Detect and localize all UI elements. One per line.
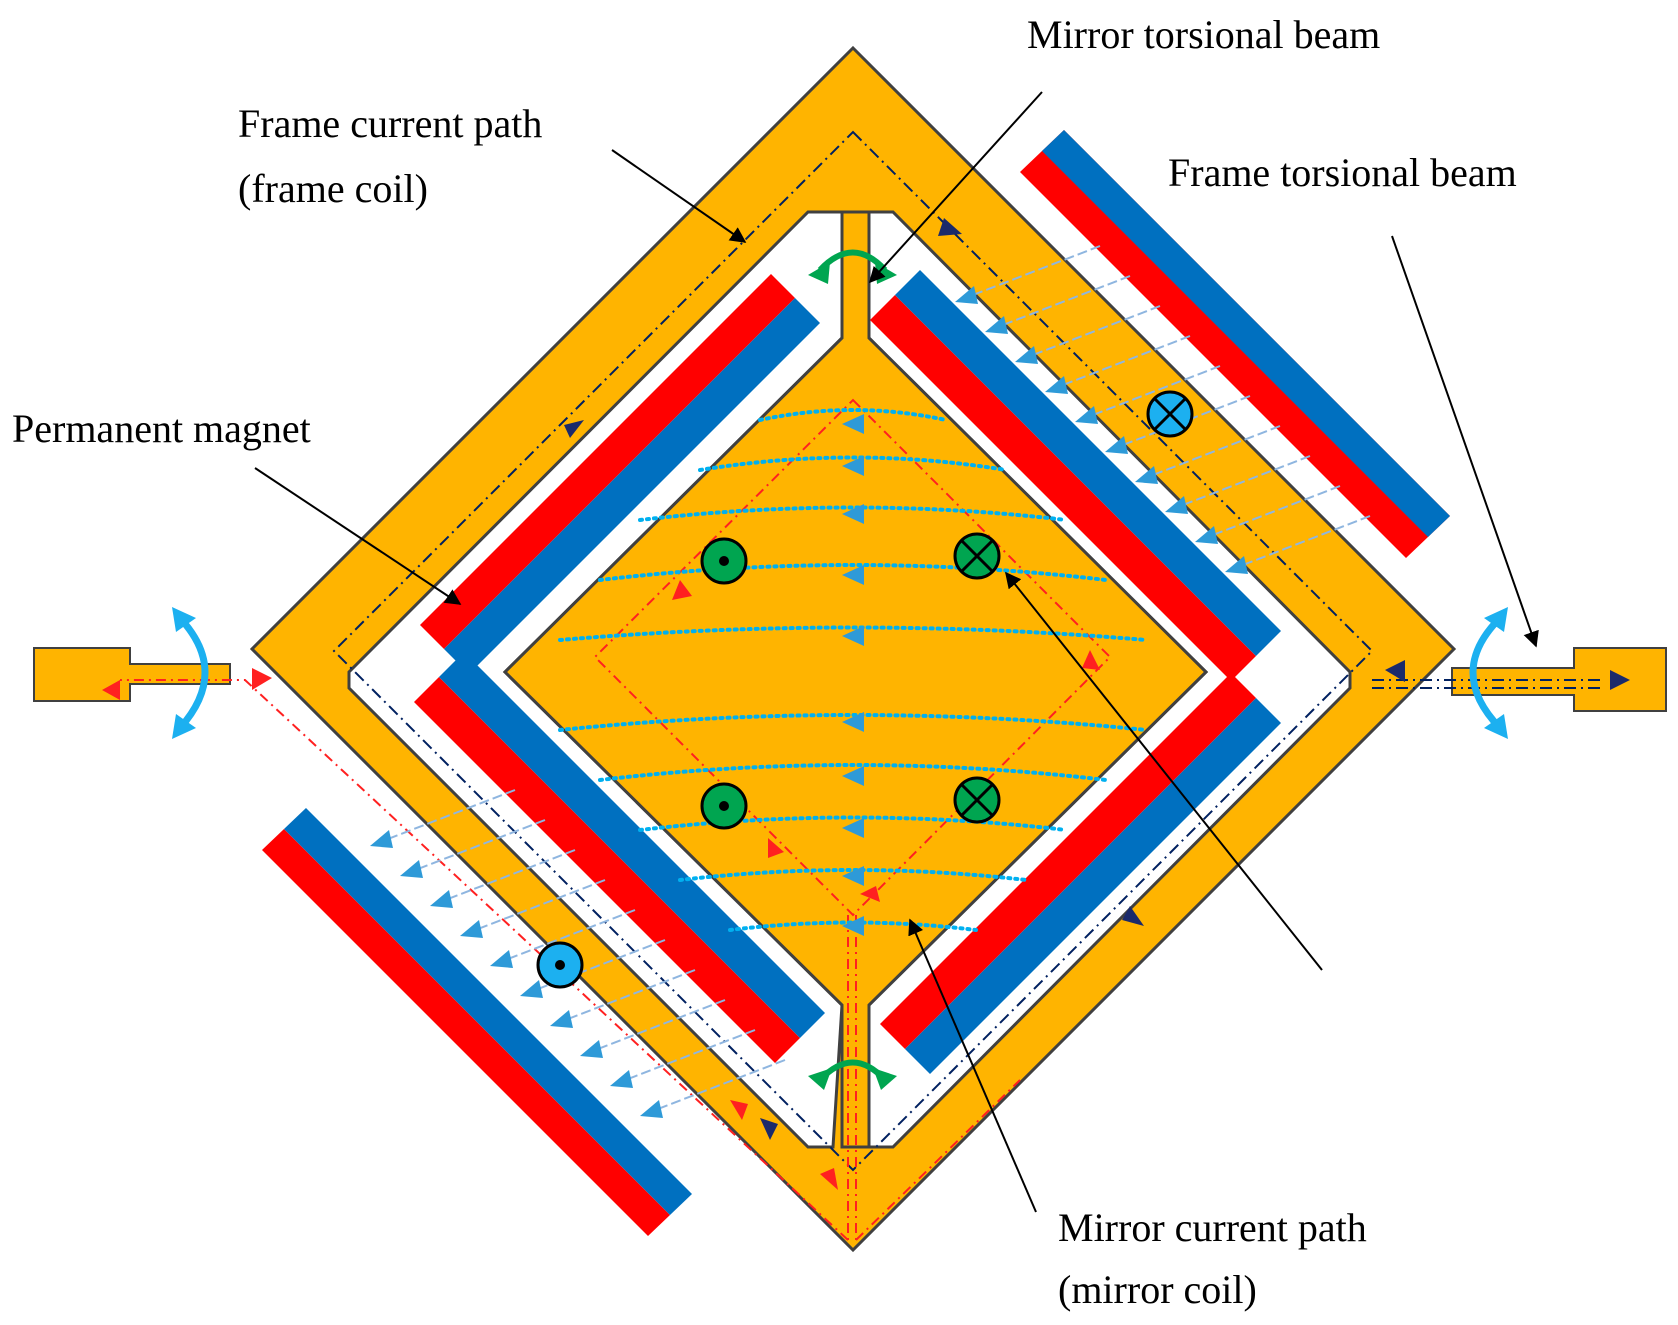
magnet-bottom-left-inner-blue <box>439 652 825 1038</box>
frame-current-arrows <box>564 218 1630 1140</box>
label-frame-torsional-beam: Frame torsional beam <box>1168 150 1517 195</box>
permanent-magnets <box>262 130 1450 1236</box>
magnet-bottom-right-inner-blue <box>905 698 1281 1074</box>
frame-field-lines <box>374 245 1371 1115</box>
mirror-current-out-symbol-bottom <box>700 782 748 830</box>
frame-current-path <box>332 130 1600 1172</box>
leader-lines <box>254 91 1539 1213</box>
frame-rotation-arrow-right <box>1469 607 1508 739</box>
magnet-bottom-left-outer-blue <box>284 808 692 1215</box>
frame-field-arrows <box>370 286 1248 1118</box>
magnet-top-right-outer-blue <box>1042 130 1450 537</box>
magnet-bottom-right-inner-red <box>880 673 1256 1049</box>
magnet-top-left-inner-blue <box>444 298 820 674</box>
label-mirror-current-path-line1: Mirror current path <box>1058 1205 1367 1250</box>
magnetic-field-lines <box>558 408 1148 932</box>
frame-current-in-symbol <box>1146 390 1194 438</box>
leader-mirror-current-path-b <box>908 918 1037 1213</box>
frame-current-out-symbol <box>536 941 584 989</box>
leader-permanent-magnet <box>254 467 462 605</box>
magnet-top-left-inner-red <box>420 274 795 649</box>
leader-frame-current-path <box>611 149 747 243</box>
magnet-top-right-inner-blue <box>895 270 1281 656</box>
frame-torsional-beam-left <box>33 647 231 702</box>
label-mirror-current-path-line2: (mirror coil) <box>1058 1267 1257 1312</box>
frame-rotation-arrow-left <box>172 607 209 739</box>
leader-mirror-current-path-a <box>1005 571 1323 971</box>
mirror-current-arrows <box>102 580 1100 1190</box>
label-frame-current-path-line1: Frame current path <box>238 101 542 146</box>
mirror-current-in-symbol-bottom <box>953 776 1001 824</box>
mirror-rotation-arrow-bottom <box>808 1059 897 1090</box>
magnet-bottom-left-outer-red <box>262 829 670 1236</box>
mirror-current-path <box>120 398 1112 1241</box>
mirror-plate <box>502 210 1209 1149</box>
leader-mirror-torsional-beam <box>868 91 1043 284</box>
magnet-top-right-inner-red <box>870 295 1256 681</box>
label-frame-current-path-line2: (frame coil) <box>238 166 428 211</box>
mirror-current-in-symbol-top <box>953 532 1001 580</box>
mirror-current-out-symbol-top <box>700 537 748 585</box>
label-mirror-torsional-beam: Mirror torsional beam <box>1027 12 1380 57</box>
magnet-bottom-left-inner-red <box>414 677 800 1063</box>
label-permanent-magnet: Permanent magnet <box>12 406 311 451</box>
magnetic-field-arrows <box>842 414 864 936</box>
leader-frame-torsional-beam <box>1391 235 1539 648</box>
